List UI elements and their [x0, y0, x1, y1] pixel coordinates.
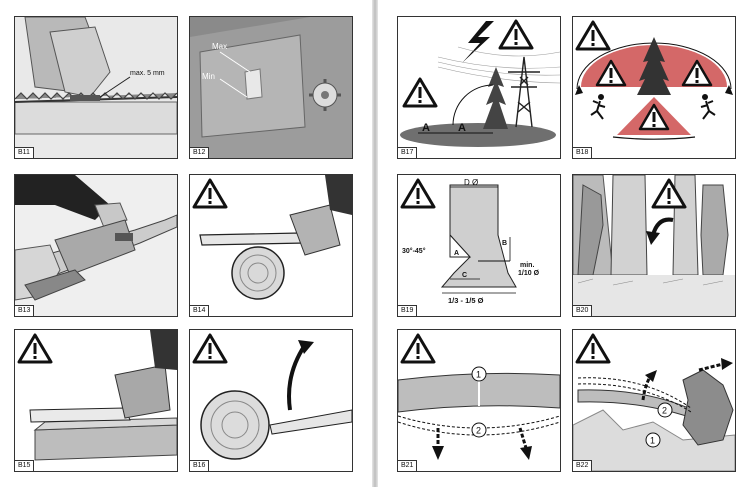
b19-dim-b: B — [502, 240, 507, 247]
figure-label: B14 — [190, 305, 210, 316]
figure-b13-illustration — [15, 175, 177, 316]
warning-triangle-icon — [651, 178, 687, 209]
b19-min-value: 1/10 Ø — [518, 270, 540, 277]
b19-trunk-diameter: D Ø — [464, 178, 478, 187]
figure-label: B19 — [398, 305, 418, 316]
b19-dim-a: A — [454, 250, 459, 257]
arrow-down-icon — [646, 231, 660, 245]
b19-depth: 1/3 - 1/5 Ø — [448, 296, 484, 305]
figure-b22: 2 1 B22 — [572, 329, 736, 472]
figure-b12-illustration: Max Min — [190, 17, 352, 158]
arrow-right-icon — [721, 358, 733, 370]
figure-label: B12 — [190, 147, 210, 158]
b12-max-mark: Max — [212, 42, 227, 51]
figure-label: B21 — [398, 460, 418, 471]
b19-dim-c: C — [462, 272, 467, 279]
warning-triangle-icon — [402, 77, 438, 108]
b19-angle: 30°-45° — [402, 247, 426, 255]
figure-b14: B14 — [189, 174, 353, 317]
left-page: max. 5 mm B11 Max Min B12 — [0, 0, 372, 487]
b19-min-label: min. — [520, 262, 534, 269]
figure-b17: A A B17 — [397, 16, 561, 159]
warning-triangle-icon — [575, 20, 611, 51]
arrow-up-icon — [645, 370, 657, 382]
warning-triangle-icon — [192, 178, 228, 209]
figure-b11: max. 5 mm B11 — [14, 16, 178, 159]
b17-distance-a-right: A — [458, 122, 466, 134]
figure-b11-illustration: max. 5 mm — [15, 17, 177, 158]
right-page: A A B17 — [378, 0, 750, 487]
warning-triangle-icon — [681, 59, 713, 87]
figure-b13: B13 — [14, 174, 178, 317]
figure-b16-illustration — [190, 330, 352, 471]
figure-b15-illustration — [15, 330, 177, 471]
figure-label: B15 — [15, 460, 35, 471]
arrow-down-icon — [520, 446, 532, 460]
figure-b21: 1 2 B21 — [397, 329, 561, 472]
figure-b18-illustration — [573, 17, 735, 158]
figure-b16: B16 — [189, 329, 353, 472]
figure-b15: B15 — [14, 329, 178, 472]
figure-b21-illustration: 1 2 — [398, 330, 560, 471]
b21-number-1: 1 — [476, 370, 481, 380]
figure-b20: B20 — [572, 174, 736, 317]
arrow-down-icon — [432, 446, 444, 460]
figure-label: B18 — [573, 147, 593, 158]
running-person-icon — [700, 94, 716, 120]
figure-b17-illustration: A A — [398, 17, 560, 158]
figure-b19-illustration: D Ø 30°-45° A B min. 1/10 Ø C 1/3 - 1/5 … — [398, 175, 560, 316]
warning-triangle-icon — [400, 333, 436, 364]
figure-label: B22 — [573, 460, 593, 471]
figure-b19: D Ø 30°-45° A B min. 1/10 Ø C 1/3 - 1/5 … — [397, 174, 561, 317]
figure-label: B11 — [15, 147, 34, 158]
figure-label: B13 — [15, 305, 35, 316]
b12-min-mark: Min — [202, 72, 215, 81]
b21-number-2: 2 — [476, 426, 481, 436]
figure-label: B16 — [190, 460, 210, 471]
figure-b14-illustration — [190, 175, 352, 316]
warning-triangle-icon — [595, 59, 627, 87]
warning-triangle-icon — [575, 333, 611, 364]
lightning-bolt-icon — [462, 21, 494, 63]
b22-number-1: 1 — [650, 436, 655, 446]
warning-triangle-icon — [17, 333, 53, 364]
b17-distance-a-left: A — [422, 122, 430, 134]
figure-b22-illustration: 2 1 — [573, 330, 735, 471]
warning-triangle-icon — [638, 103, 670, 131]
figure-label: B17 — [398, 147, 418, 158]
arrow-up-icon — [298, 340, 314, 354]
figure-b12: Max Min B12 — [189, 16, 353, 159]
warning-triangle-icon — [498, 19, 534, 50]
running-person-icon — [590, 94, 606, 120]
warning-triangle-icon — [192, 333, 228, 364]
b22-number-2: 2 — [662, 406, 667, 416]
figure-b20-illustration — [573, 175, 735, 316]
b11-callout: max. 5 mm — [130, 70, 165, 77]
figure-b18: B18 — [572, 16, 736, 159]
figure-label: B20 — [573, 305, 593, 316]
warning-triangle-icon — [400, 178, 436, 209]
page-gutter — [372, 0, 378, 487]
